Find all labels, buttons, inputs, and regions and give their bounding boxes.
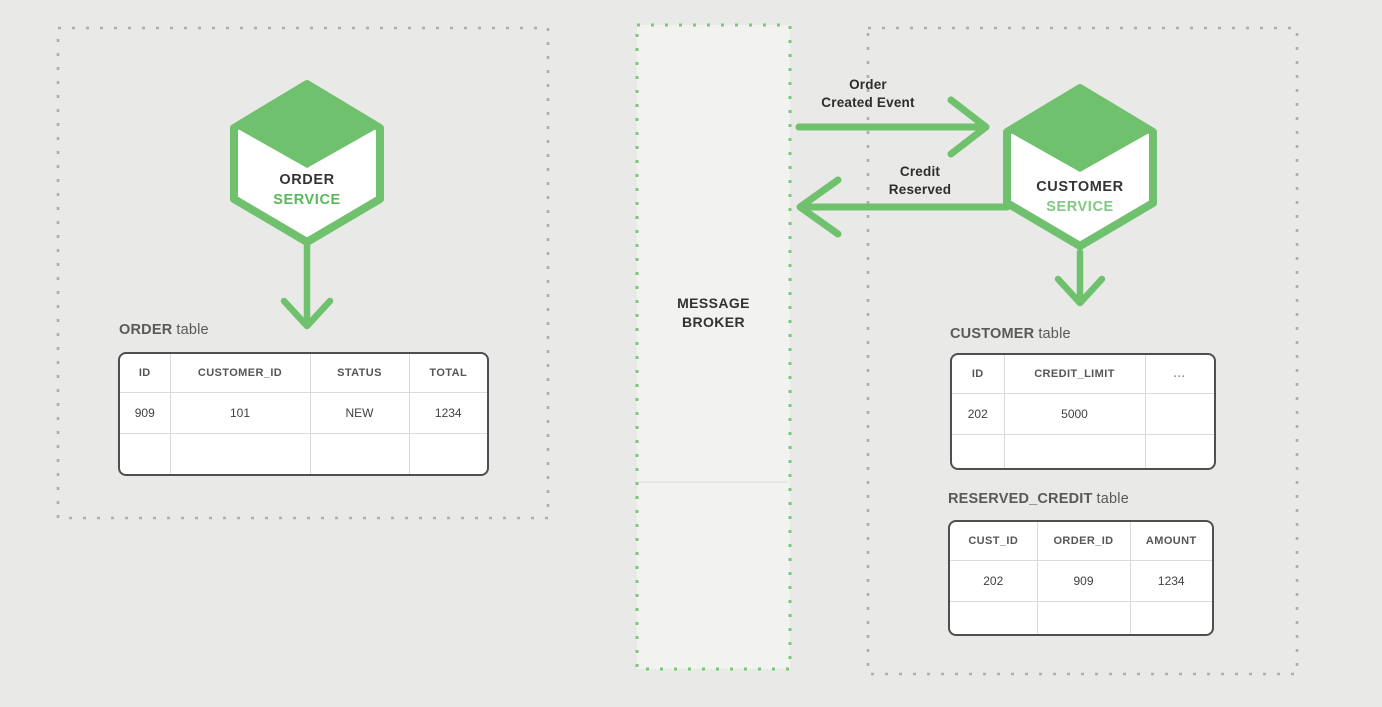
cell: 202 [950,560,1038,602]
cell [170,433,311,474]
column-header: ID [952,355,1005,394]
message-broker-label: MESSAGE BROKER [677,295,750,330]
order-table: ID CUSTOMER_ID STATUS TOTAL 909 101 NEW … [118,352,489,476]
customer-service-label: CUSTOMER SERVICE [1000,177,1160,217]
cell [1145,435,1214,469]
table-row-empty [952,434,1214,469]
table-row-empty [950,601,1212,635]
customer-table-header-row: ID CREDIT_LIMIT ... [952,355,1214,394]
order-created-event-label: Order Created Event [821,77,915,110]
cell: 1234 [409,392,487,434]
column-header: STATUS [310,354,410,393]
cell [120,433,171,474]
column-header: CUST_ID [950,522,1038,561]
cell [1130,602,1212,635]
service-type: SERVICE [273,192,341,208]
customer-table: ID CREDIT_LIMIT ... 202 5000 [950,353,1216,470]
column-header: CREDIT_LIMIT [1004,355,1146,394]
arrow-down-order-icon [280,242,334,330]
reserved-credit-table-header-row: CUST_ID ORDER_ID AMOUNT [950,522,1212,561]
cell: 101 [170,392,311,434]
column-header: ORDER_ID [1037,522,1131,561]
column-header: ID [120,354,171,393]
column-header-ellipsis: ... [1145,355,1214,394]
arrow-down-customer-icon [1054,248,1106,307]
arrow-left-credit-reserved-icon [796,176,1011,238]
message-broker-container [635,23,792,671]
table-row: 202 909 1234 [950,560,1212,602]
reserved-credit-table: CUST_ID ORDER_ID AMOUNT 202 909 1234 [948,520,1214,636]
service-type: SERVICE [1046,199,1114,215]
column-header: AMOUNT [1130,522,1212,561]
column-header: CUSTOMER_ID [170,354,311,393]
cell: 1234 [1130,560,1212,602]
table-row-empty [120,433,487,475]
service-name: ORDER [279,172,335,188]
customer-service-boundary [866,26,1299,676]
table-row: 202 5000 [952,393,1214,435]
cell: NEW [310,392,410,434]
order-table-header-row: ID CUSTOMER_ID STATUS TOTAL [120,354,487,393]
arrow-right-order-created-icon [795,96,990,158]
cell [310,433,410,474]
cell: 909 [1037,560,1131,602]
cell: 909 [120,392,171,434]
cell [1145,393,1214,435]
cell [409,434,487,475]
cell: 202 [952,393,1005,435]
order-service-hexagon-icon [230,80,384,246]
column-header: TOTAL [409,354,487,393]
cell: 5000 [1004,393,1146,435]
credit-reserved-label: Credit Reserved [888,164,952,197]
table-row: 909 101 NEW 1234 [120,392,487,434]
order-service-label: ORDER SERVICE [227,170,387,210]
cell [1004,434,1146,468]
cell [952,434,1005,468]
customer-service-hexagon-icon [1003,84,1157,250]
service-name: CUSTOMER [1036,179,1124,195]
cell [950,601,1038,634]
cell [1037,601,1131,634]
